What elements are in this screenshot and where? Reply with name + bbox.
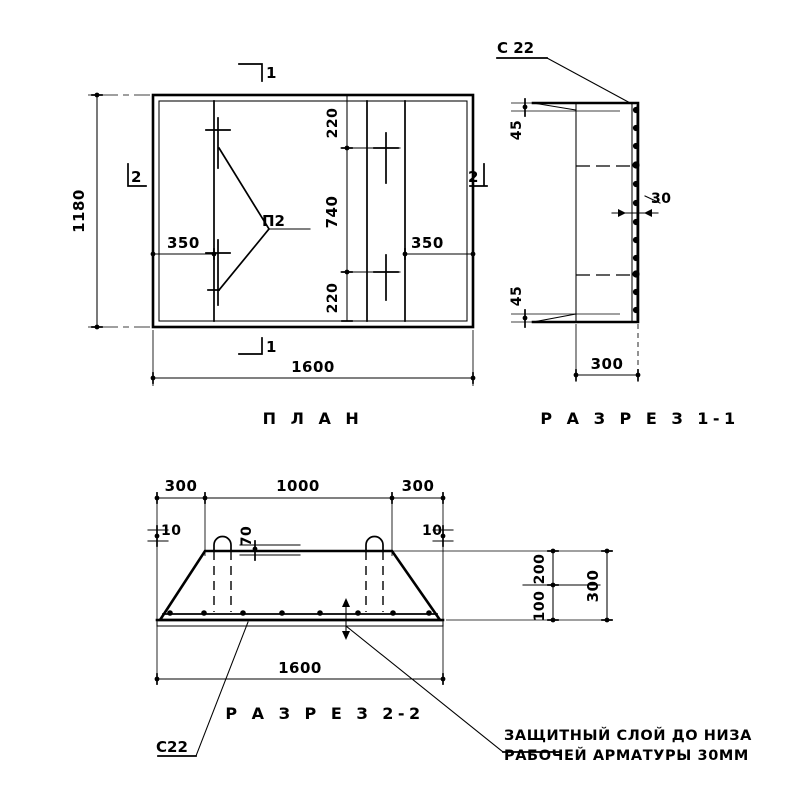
plan-section-marker-2-left: 2 [127,163,147,187]
section22-cover-note-leader [342,598,561,753]
section22-dim-70-value: 70 [239,526,255,546]
section11-mesh-callout: С 22 [496,39,633,105]
cover-note-line-2: РАБОЧЕЙ АРМАТУРЫ 30ММ [504,747,749,764]
section22-dim-70: 70 [239,526,301,561]
section11-dim-45-top: 45 [509,98,620,140]
plan-section-marker-1-top-label: 1 [266,64,276,82]
plan-outer-outline [151,93,475,329]
plan-right-bar-ticks [373,132,399,301]
section22-outline [157,549,443,622]
section11-dim-300: 300 [573,324,641,382]
section-1-1-view: С 22 45 45 30 [496,39,739,428]
section22-dim-100: 100 [532,591,548,622]
plan-view: П2 1180 1600 [70,63,488,428]
plan-dim-mid-740: 740 [323,196,341,229]
plan-dim-height-1180: 1180 [70,92,150,330]
plan-section-marker-1-bottom: 1 [238,337,276,356]
section22-dim-10-left: 10 [147,523,181,547]
plan-dim-width-value: 1600 [291,358,335,376]
section22-dim-chain-top: 300 1000 300 [154,477,446,680]
section22-mesh-callout: С22 [156,621,249,757]
section22-dim-1600-value: 1600 [278,659,322,677]
section22-dim-right-300: 300 [402,477,435,495]
plan-section-marker-1-bottom-label: 1 [266,338,276,356]
plan-section-marker-1-top: 1 [238,63,276,82]
plan-dim-bottom-220: 220 [325,283,341,314]
section22-loop-left [213,535,232,612]
cover-note-line-1: ЗАЩИТНЫЙ СЛОЙ ДО НИЗА [504,727,752,744]
section-2-2-view: 70 300 1000 300 10 [147,477,752,764]
plan-dim-top-220: 220 [325,108,341,139]
section22-mesh-label: С22 [156,738,188,756]
section11-dim-45-top-value: 45 [509,120,525,140]
section11-dim-300-value: 300 [591,355,624,373]
plan-loop-bar-p2 [205,117,271,306]
section22-dim-10-right-value: 10 [422,523,442,539]
section11-taper-bottom [532,313,577,323]
section22-dim-10-left-value: 10 [161,523,181,539]
section22-dim-300: 300 [584,570,602,603]
section22-rebar-dots [167,610,432,616]
section11-rebar-dots [632,106,640,314]
plan-view-title: П Л А Н [263,409,364,428]
section22-dim-200: 200 [532,554,548,585]
plan-loop-label: П2 [262,212,285,230]
plan-dim-350-right: 350 [402,234,476,260]
plan-dim-350-left: 350 [150,234,217,260]
plan-dim-350-right-value: 350 [411,234,444,252]
section11-dim-30-value: 30 [651,191,671,207]
section11-dim-45-bottom-value: 45 [509,286,525,306]
section11-taper-top [532,102,577,111]
plan-dim-width-1600: 1600 [150,330,476,386]
plan-section-marker-2-left-label: 2 [131,168,141,186]
section11-dim-45-bottom: 45 [509,286,620,328]
section-1-1-title: Р А З Р Е З 1-1 [540,409,739,428]
plan-dim-height-value: 1180 [70,189,88,233]
section22-loop-right [365,535,384,612]
plan-inner-outline [158,100,468,322]
plan-dim-350-left-value: 350 [167,234,200,252]
plan-dim-chain-vertical: 220 740 220 [323,94,401,322]
section22-dim-left-300: 300 [165,477,198,495]
plan-section-marker-2-right-label: 2 [468,168,478,186]
section22-dim-10-right: 10 [422,523,454,547]
section22-dim-chain-right: 200 100 300 [390,548,613,623]
section22-dim-top-1000: 1000 [276,477,320,495]
section-2-2-title: Р А З Р Е З 2-2 [225,704,424,723]
section11-mesh-label: С 22 [497,39,534,57]
section11-dim-30: 30 [611,191,671,217]
section22-dim-1600: 1600 [154,659,446,685]
plan-section-marker-2-right: 2 [468,163,488,187]
